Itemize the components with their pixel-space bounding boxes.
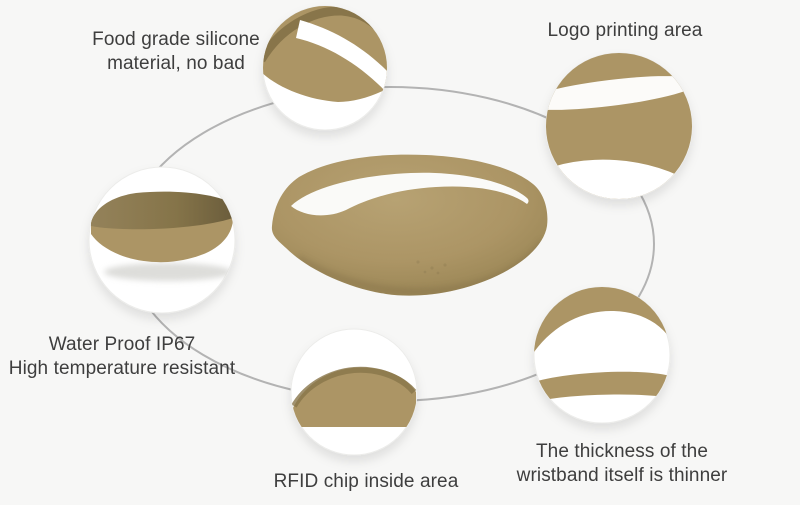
- wristband-product-image: [271, 154, 548, 296]
- label-line: High temperature resistant: [8, 358, 236, 379]
- label-rfid-chip: RFID chip inside area: [246, 470, 486, 494]
- label-line: The thickness of the: [535, 441, 709, 462]
- detail-circle-thickness: [533, 286, 671, 424]
- detail-circle-rfid-chip: [290, 328, 418, 456]
- detail-circle-food-grade: [262, 5, 388, 131]
- label-food-grade: Food grade silicone material, no bad: [56, 28, 296, 76]
- label-water-proof: Water Proof IP67 High temperature resist…: [1, 333, 243, 381]
- wristband-opening: [291, 172, 529, 216]
- detail-circle-waterproof: [88, 166, 236, 314]
- label-logo-area: Logo printing area: [544, 19, 706, 43]
- label-line: wristband itself is thinner: [516, 465, 728, 486]
- label-line: RFID chip inside area: [273, 471, 459, 492]
- wristband-texture-dots: [416, 260, 447, 275]
- label-line: Food grade silicone: [92, 29, 260, 50]
- label-line: Logo printing area: [547, 20, 703, 41]
- label-line: Water Proof IP67: [48, 334, 196, 355]
- label-line: material, no bad: [107, 53, 245, 74]
- label-thickness: The thickness of the wristband itself is…: [500, 440, 744, 488]
- detail-circle-logo-area: [545, 52, 693, 200]
